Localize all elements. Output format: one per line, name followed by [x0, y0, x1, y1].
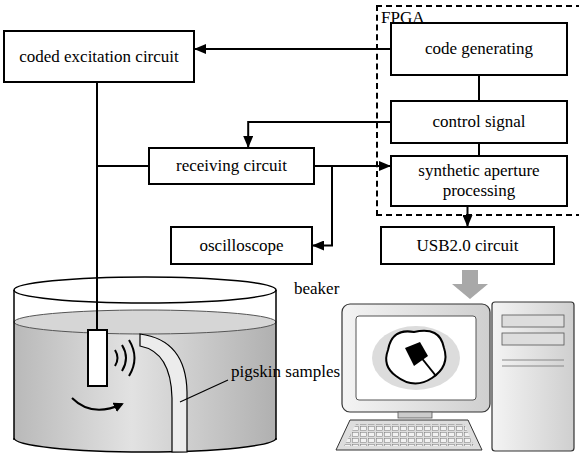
transducer: [88, 330, 107, 386]
signal-connector: [467, 207, 469, 226]
computer-drawing: [336, 302, 574, 451]
illustration-label: beaker: [294, 279, 339, 299]
circuit-box: coded excitation circuit: [3, 30, 195, 83]
box-label: coded excitation circuit: [19, 47, 179, 67]
box-label: control signal: [432, 112, 525, 132]
signal-connector: [478, 76, 480, 100]
transfer-arrow: [452, 270, 488, 299]
instrument-box: oscilloscope: [170, 226, 313, 265]
process-box: code generating: [390, 22, 568, 76]
box-label: synthetic aperture processing: [398, 161, 560, 200]
pigskin-sample: [140, 334, 187, 452]
signal-connector: [248, 122, 390, 147]
leader-line: [180, 380, 228, 402]
process-box: synthetic aperture processing: [390, 155, 568, 207]
rotation-arrow: [72, 398, 122, 410]
signal-connector: [195, 48, 390, 50]
circuit-box: receiving circuit: [148, 147, 315, 185]
receive-wire: [97, 165, 148, 167]
sound-waves: [115, 340, 135, 376]
signal-connector: [478, 144, 480, 155]
box-label: receiving circuit: [176, 156, 287, 176]
process-box: control signal: [390, 100, 568, 144]
signal-connector: [313, 166, 332, 246]
illustration-label: pigskin samples: [231, 362, 340, 382]
circuit-box: USB2.0 circuit: [380, 226, 555, 265]
box-label: oscilloscope: [199, 236, 283, 256]
fpga-container: FPGAcode generatingcontrol signalsynthet…: [376, 5, 579, 216]
excitation-wire: [96, 83, 98, 330]
box-label: USB2.0 circuit: [417, 236, 519, 256]
box-label: code generating: [425, 39, 533, 59]
